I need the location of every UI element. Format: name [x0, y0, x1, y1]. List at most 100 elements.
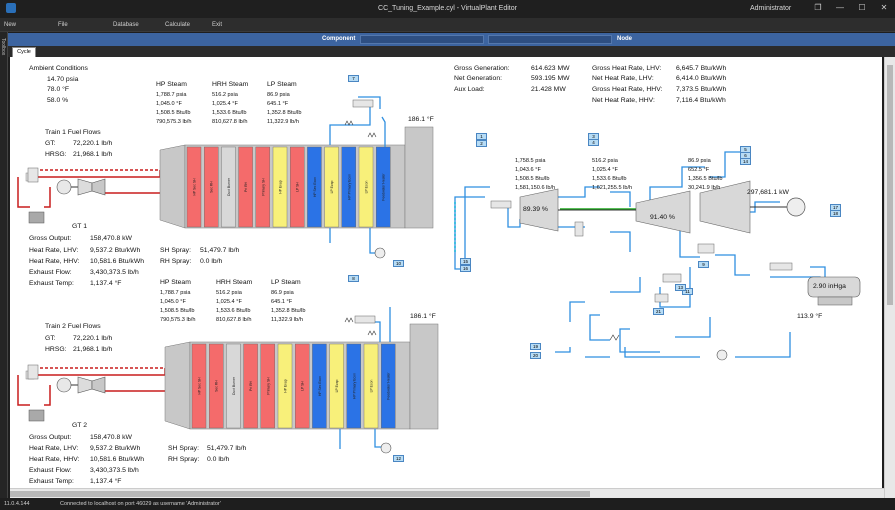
train1-hrsg-section-5[interactable] — [255, 146, 271, 228]
node-tag-4[interactable]: 4 — [588, 139, 599, 146]
maximize-button[interactable]: ☐ — [858, 3, 866, 12]
node-field[interactable] — [488, 35, 612, 44]
ip-turbine-efficiency: 91.40 % — [650, 214, 675, 221]
train1-hrsg-section-11[interactable] — [358, 146, 374, 228]
train2-stack-temp: 186.1 °F — [410, 313, 436, 320]
node-tag-10[interactable]: 10 — [393, 260, 404, 267]
menu-bar: New File Database Calculate Exit — [0, 18, 895, 32]
user-menu[interactable]: Administrator — [750, 5, 792, 12]
train2-hrsg-section-6[interactable] — [277, 343, 293, 429]
train1-hrsg-section-8[interactable] — [307, 146, 322, 228]
train2-hrsg-section-11[interactable] — [363, 343, 379, 429]
node-tag-11[interactable]: 11 — [682, 288, 693, 295]
train1-hrsg-section-3[interactable] — [221, 146, 236, 228]
train2-hrsg-section-4[interactable] — [243, 343, 258, 429]
train2-hrsg-section-7[interactable] — [295, 343, 310, 429]
train1-exh-flow-value: 3,430,373.5 lb/h — [90, 269, 139, 276]
train1-gas-turbine[interactable] — [28, 178, 106, 224]
train2-gross-label: Gross Output: — [29, 434, 72, 441]
vertical-scroll-thumb[interactable] — [887, 65, 893, 305]
train1-hrsg-section-4[interactable] — [238, 146, 253, 228]
train1-hrsg-section-2[interactable] — [203, 146, 219, 228]
close-button[interactable]: ✕ — [880, 3, 888, 12]
train1-hrsg-section-1[interactable] — [186, 146, 202, 228]
train1-hrsg-section-9[interactable] — [324, 146, 339, 228]
condenser-temp: 113.9 °F — [797, 313, 823, 320]
train2-hrsg-section-12[interactable] — [381, 343, 396, 429]
train2-hrsg-section-8[interactable] — [312, 343, 327, 429]
train2-hrsg-section-10[interactable] — [346, 343, 361, 429]
node-tag-9[interactable]: 9 — [698, 261, 709, 268]
generator[interactable] — [786, 197, 806, 217]
lp-turbine[interactable] — [699, 180, 751, 234]
node-tag-18[interactable]: 18 — [830, 210, 841, 217]
horizontal-scroll-thumb[interactable] — [10, 491, 590, 497]
train1-hrsg-section-12[interactable] — [376, 146, 391, 228]
train2-hrsg-section-2[interactable] — [208, 343, 224, 429]
minimize-button[interactable]: — — [836, 3, 844, 12]
train2-hrsg-section-9[interactable] — [329, 343, 344, 429]
train1-hrsg-section-10[interactable] — [341, 146, 356, 228]
train1-hrsg-section-label-5: Primary SH — [261, 178, 265, 196]
condenser-pressure: 2.90 inHga — [813, 283, 846, 290]
condenser[interactable] — [807, 276, 861, 306]
train1-lp-temp: 645.1 °F — [267, 101, 289, 107]
train1-hrsg-section-6[interactable] — [272, 146, 288, 228]
hp-inlet-pressure: 1,758.5 psia — [515, 158, 546, 164]
component-field[interactable] — [360, 35, 484, 44]
net-hr-lhv-value: 6,414.0 Btu/kWh — [676, 75, 727, 82]
menu-database[interactable]: Database — [113, 22, 139, 28]
train1-hrsg-section-label-7: LP SH — [296, 182, 300, 192]
menu-exit[interactable]: Exit — [212, 22, 223, 28]
node-tag-20[interactable]: 20 — [530, 352, 541, 359]
hp-turbine[interactable] — [519, 188, 559, 232]
hp-turbine-efficiency: 89.39 % — [523, 206, 548, 213]
tab-cycle[interactable]: Cycle — [12, 47, 36, 57]
ip-turbine[interactable] — [635, 190, 691, 234]
node-tag-12[interactable]: 12 — [393, 455, 404, 462]
node-tag-16[interactable]: 16 — [460, 265, 471, 272]
gross-hr-hhv-value: 7,373.5 Btu/kWh — [676, 86, 727, 93]
toolbox-label[interactable]: Toolbox — [0, 38, 6, 56]
window-title: CC_Tuning_Example.cyl - VirtualPlant Edi… — [378, 5, 517, 12]
node-tag-2[interactable]: 2 — [476, 140, 487, 147]
train1-hrsg-section-label-1: HP Sec SH — [193, 178, 197, 196]
train2-hr-lhv-label: Heat Rate, LHV: — [29, 445, 79, 452]
toolbox-panel[interactable]: Toolbox — [0, 32, 8, 498]
train2-rh-spray-value: 0.0 lb/h — [207, 456, 230, 463]
train1-hrsg-section-7[interactable] — [290, 146, 305, 228]
train1-lp-pressure: 86.9 psia — [267, 92, 290, 98]
train2-gt-fuel: 72,220.1 lb/h — [73, 335, 113, 342]
train1-hrsg-section-label-2: Sec RH — [210, 181, 214, 193]
train1-hrsg-section-label-3: Duct Burner — [227, 177, 231, 196]
train1-lp-enthalpy: 1,352.8 Btu/lb — [267, 110, 302, 116]
train1-gt-name: GT 1 — [72, 223, 87, 230]
train2-hrsg-section-5[interactable] — [260, 343, 276, 429]
train2-gas-turbine[interactable] — [28, 376, 106, 422]
train1-exh-flow-label: Exhaust Flow: — [29, 269, 72, 276]
node-tag-19[interactable]: 19 — [530, 343, 541, 350]
train2-hrsg-section-1[interactable] — [191, 343, 207, 429]
train2-hrh-title: HRH Steam — [216, 279, 253, 286]
node-tag-21[interactable]: 21 — [653, 308, 664, 315]
menu-calculate[interactable]: Calculate — [165, 22, 191, 28]
node-tag-1[interactable]: 1 — [476, 133, 487, 140]
node-tag-7[interactable]: 7 — [348, 75, 359, 82]
menu-file[interactable]: File — [58, 22, 68, 28]
train2-hrsg-section-3[interactable] — [226, 343, 241, 429]
restore-icon[interactable]: ❐ — [814, 3, 822, 12]
node-tag-14[interactable]: 14 — [740, 158, 751, 165]
horizontal-scrollbar[interactable] — [10, 488, 884, 498]
menu-new[interactable]: New — [4, 22, 17, 28]
vertical-scrollbar[interactable] — [884, 57, 895, 498]
net-hr-hhv-value: 7,116.4 Btu/kWh — [676, 97, 726, 104]
component-bar: Component Node — [8, 33, 895, 46]
train2-hp-temp: 1,045.0 °F — [160, 299, 186, 305]
node-tag-8[interactable]: 8 — [348, 275, 359, 282]
node-tag-13[interactable]: 13 — [675, 284, 686, 291]
aux-load-label: Aux Load: — [454, 86, 485, 93]
node-tag-15[interactable]: 15 — [460, 258, 471, 265]
train1-hr-hhv-label: Heat Rate, HHV: — [29, 258, 80, 265]
